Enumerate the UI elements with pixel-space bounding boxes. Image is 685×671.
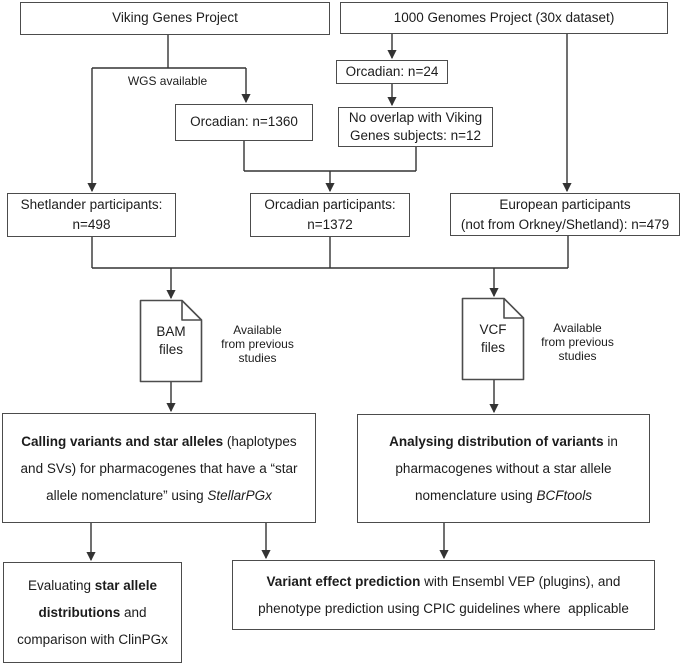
variant-effect-bold: Variant effect prediction <box>266 574 421 589</box>
vcf-document-icon: VCF files <box>461 297 525 381</box>
calling-variants-bold: Calling variants and star alleles <box>21 433 224 449</box>
analysing-distribution-bold: Analysing distribution of variants <box>389 434 604 449</box>
stellarpgx-name: StellarPGx <box>207 487 272 503</box>
evaluating-star-allele-box: Evaluating star allele distributions and… <box>3 562 182 663</box>
orcadian-participants-label: Orcadian participants: n=1372 <box>264 197 396 232</box>
evaluating-plain2: and comparison with ClinPGx <box>17 605 168 647</box>
shetlander-participants-box: Shetlander participants: n=498 <box>7 193 176 237</box>
bcftools-name: BCFtools <box>536 488 593 503</box>
variant-effect-text: Variant effect prediction with Ensembl V… <box>233 568 654 622</box>
orcadian-participants-box: Orcadian participants: n=1372 <box>250 193 410 237</box>
calling-variants-plain: (haplotypes and SVs) for pharmacogenes t… <box>20 433 298 503</box>
wgs-available-label: WGS available <box>127 74 208 88</box>
vcf-available-label: Available from previous studies <box>541 321 614 364</box>
thousand-genomes-label: 1000 Genomes Project (30x dataset) <box>393 9 615 25</box>
thousand-genomes-box: 1000 Genomes Project (30x dataset) <box>340 2 668 34</box>
document-icon <box>139 299 203 383</box>
variant-effect-plain: with Ensembl VEP (plugins), and phenotyp… <box>258 574 629 616</box>
evaluating-star-allele-text: Evaluating star allele distributions and… <box>4 572 181 653</box>
analysing-distribution-box: Analysing distribution of variants in ph… <box>357 414 650 523</box>
european-participants-label: European participants (not from Orkney/S… <box>460 196 670 232</box>
calling-variants-box: Calling variants and star alleles (haplo… <box>2 413 316 523</box>
bam-files-label: BAM files <box>156 324 186 358</box>
vcf-files-label: VCF files <box>479 322 507 356</box>
orcadian-n1360-label: Orcadian: n=1360 <box>190 114 298 130</box>
analysing-distribution-text: Analysing distribution of variants in ph… <box>358 428 649 509</box>
calling-variants-text: Calling variants and star alleles (haplo… <box>3 428 315 509</box>
document-icon <box>461 297 525 381</box>
orcadian-n1360-box: Orcadian: n=1360 <box>175 104 313 141</box>
no-overlap-box: No overlap with Viking Genes subjects: n… <box>338 107 493 147</box>
evaluating-bold: star allele distributions <box>38 578 158 620</box>
analysing-distribution-plain: in pharmacogenes without a star allele n… <box>395 434 618 503</box>
evaluating-plain1: Evaluating <box>27 578 95 593</box>
variant-effect-box: Variant effect prediction with Ensembl V… <box>232 560 655 630</box>
viking-genes-label: Viking Genes Project <box>112 10 238 26</box>
orcadian-n24-box: Orcadian: n=24 <box>336 60 448 84</box>
shetlander-participants-label: Shetlander participants: n=498 <box>20 197 163 232</box>
european-participants-box: European participants (not from Orkney/S… <box>450 193 680 236</box>
orcadian-n24-label: Orcadian: n=24 <box>345 63 439 79</box>
bam-available-label: Available from previous studies <box>221 323 294 366</box>
viking-genes-box: Viking Genes Project <box>20 2 330 35</box>
no-overlap-label: No overlap with Viking Genes subjects: n… <box>348 109 483 143</box>
bam-document-icon: BAM files <box>139 299 203 383</box>
